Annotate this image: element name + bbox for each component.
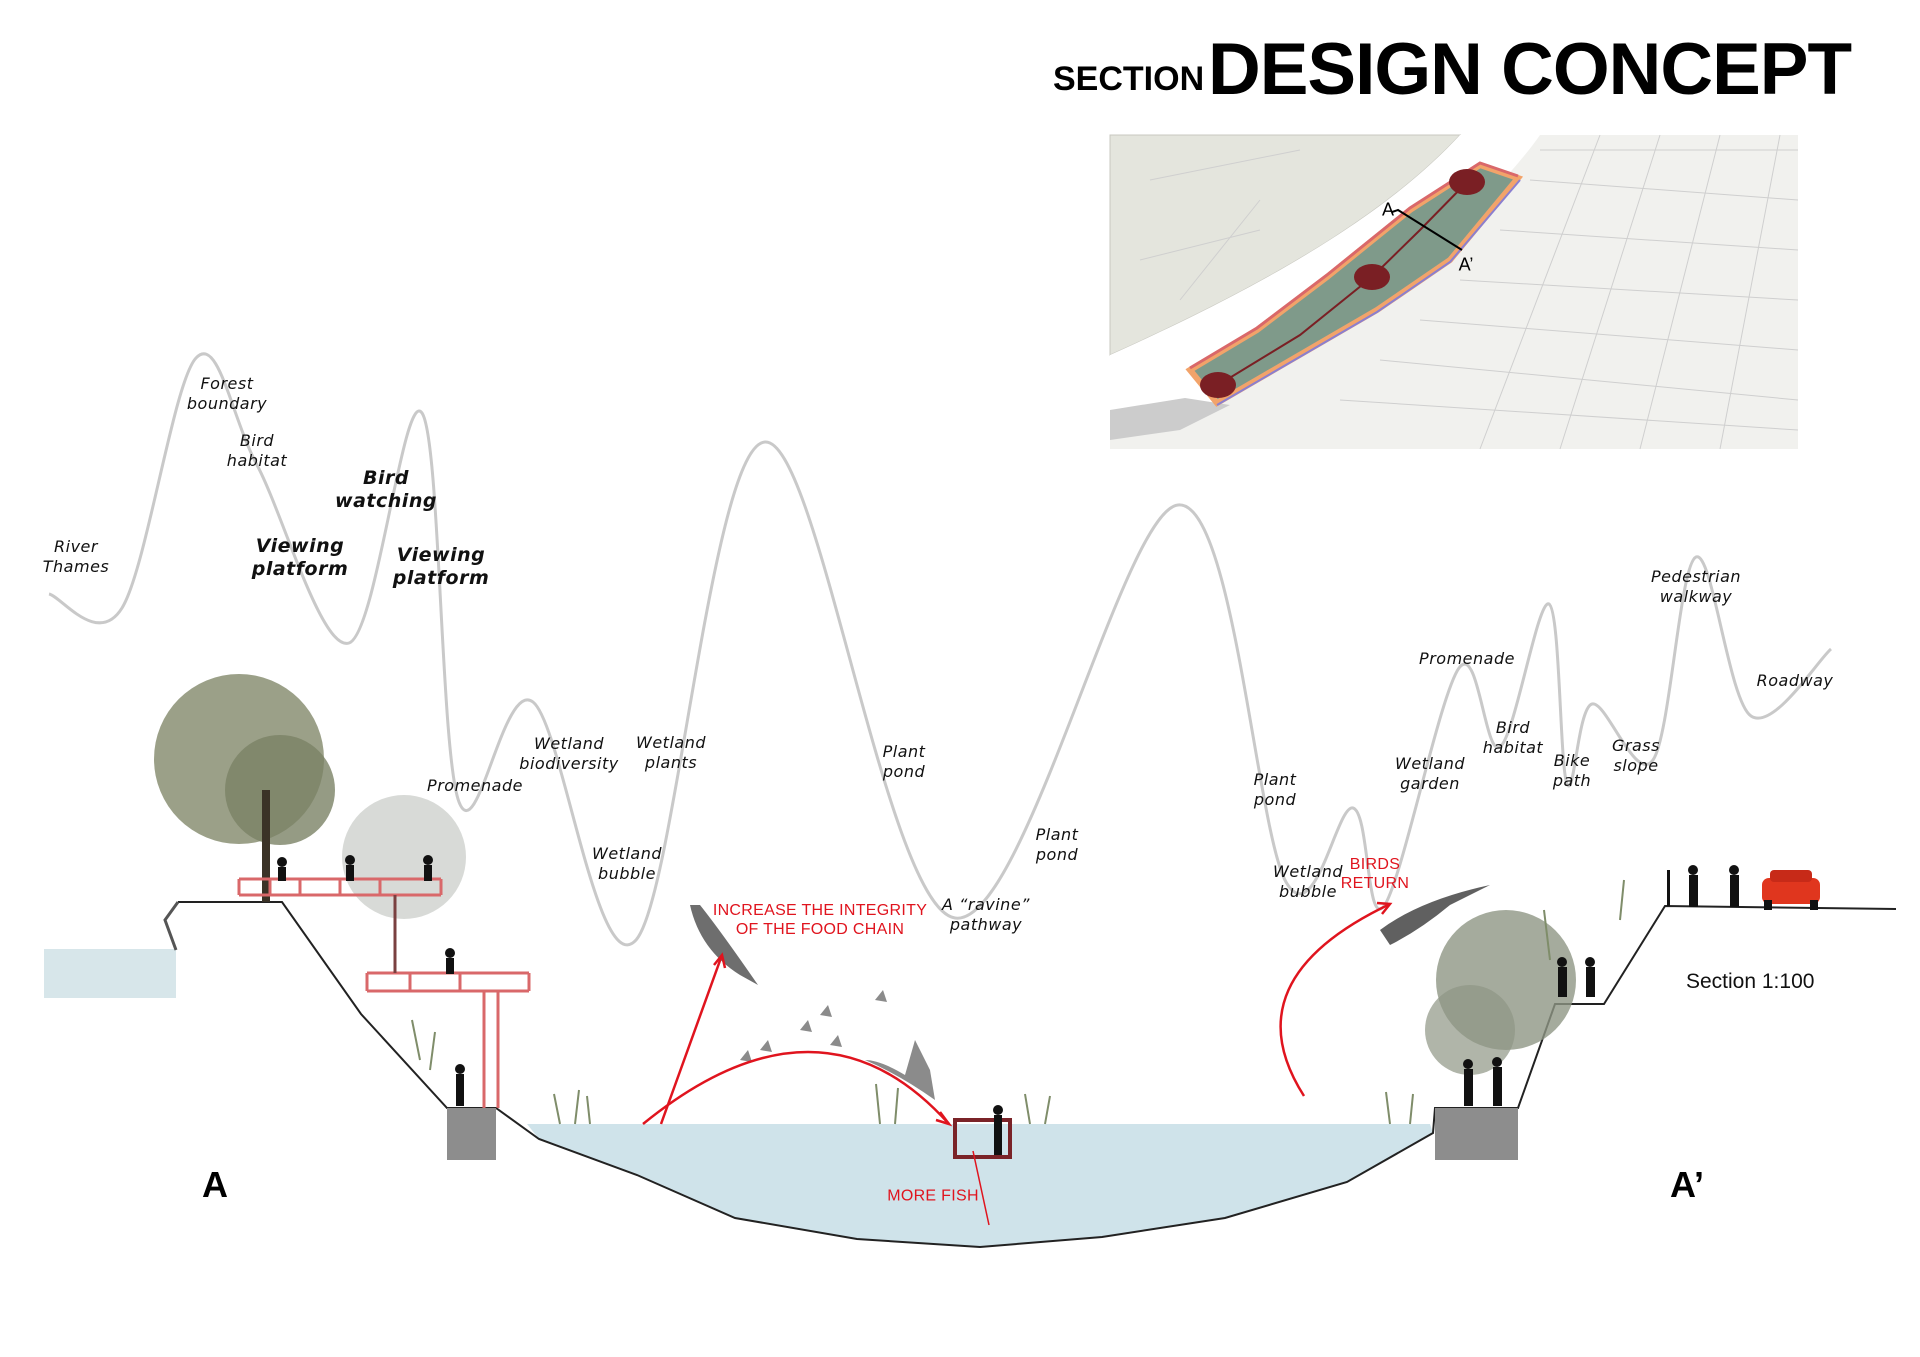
- curve-label: Promenade: [427, 776, 523, 795]
- page-title: DESIGN CONCEPT: [1208, 29, 1852, 110]
- reeds: [411, 879, 1625, 1125]
- more-fish-annotation: MORE FISH: [887, 1187, 979, 1205]
- site-map: [1109, 134, 1799, 450]
- section-start-marker: A: [202, 1164, 228, 1205]
- curve-label: Promenade: [1419, 649, 1515, 668]
- map-section-start-label: A: [1381, 199, 1395, 220]
- title-prefix: SECTION: [1053, 60, 1205, 98]
- map-section-end-label: A’: [1458, 254, 1474, 275]
- section-end-marker: A’: [1669, 1164, 1705, 1205]
- river-thames-water: [44, 949, 176, 998]
- gabion-left: [447, 1108, 496, 1160]
- red-arrows: [642, 901, 1393, 1226]
- section-scale-label: Section 1:100: [1686, 970, 1815, 993]
- gabion-right: [1435, 1108, 1518, 1160]
- concept-curve: [48, 352, 1833, 946]
- car: [1762, 870, 1820, 910]
- people-silhouettes: [277, 855, 1739, 1155]
- trees: [154, 674, 1576, 1075]
- curve-label: A “ravine”pathway: [942, 895, 1030, 934]
- curve-label: Roadway: [1756, 671, 1834, 690]
- birds: [690, 885, 1490, 1100]
- bird-hide: [953, 1118, 1012, 1159]
